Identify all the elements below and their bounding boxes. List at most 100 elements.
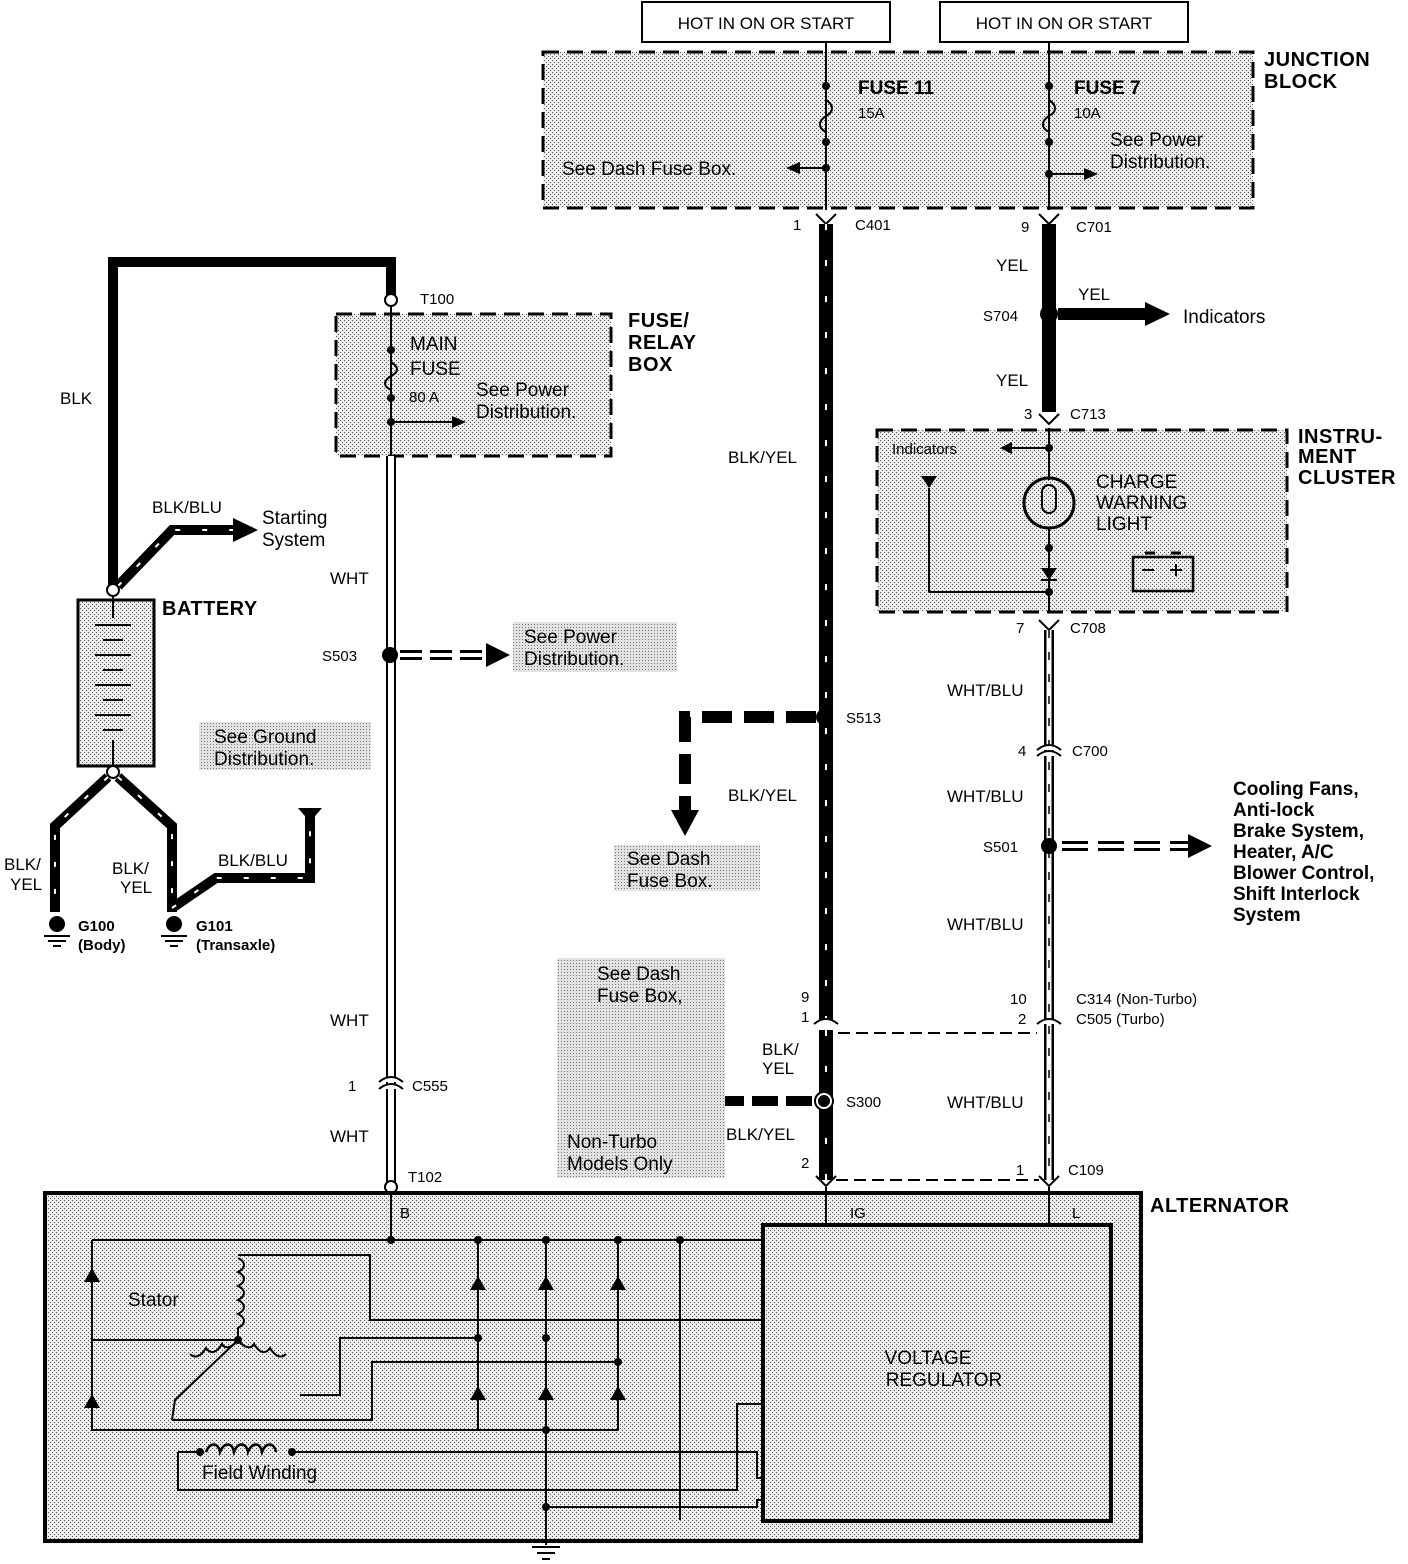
main-fuse-symbol <box>384 361 398 391</box>
cluster-diode-icon <box>1041 568 1057 580</box>
fuse7-rating: 10A <box>1074 105 1101 122</box>
see-power-distribution-jb-1: See Power <box>1110 130 1204 151</box>
wire-label-yel-1: YEL <box>996 256 1028 275</box>
ground-wires: BLK/ YEL BLK/ YEL BLK/BLU <box>4 773 322 913</box>
see-dash-fuse-box-s513-1: See Dash <box>627 849 710 870</box>
splice-s704: S704 YEL Indicators <box>983 285 1265 328</box>
starting-system-1: Starting <box>262 508 327 529</box>
see-dash-fuse-box-s300-1: See Dash <box>597 964 680 985</box>
c700-name: C700 <box>1072 743 1108 760</box>
stator-label: Stator <box>128 1290 179 1311</box>
wire-wht: WHT WHT WHT <box>330 456 396 1184</box>
g100-label: G100 <box>78 918 115 935</box>
voltage-regulator-label-2: REGULATOR <box>886 1370 1003 1391</box>
connector-c701: 9 C701 <box>1021 213 1112 236</box>
wire-label-wht-blu-2: WHT/BLU <box>947 787 1024 806</box>
c713-pin: 3 <box>1024 406 1032 423</box>
see-dash-fuse-box-s513-2: Fuse Box. <box>627 871 713 892</box>
wire-label-blk: BLK <box>60 389 93 408</box>
junction-block-label-2: BLOCK <box>1264 71 1338 93</box>
loads-note-1: Cooling Fans, <box>1233 779 1359 800</box>
ground-g101: G101 (Transaxle) <box>161 916 275 954</box>
splice-s300: S300 See Dash Fuse Box, Non-Turbo Models… <box>557 958 881 1178</box>
c555-pin: 1 <box>348 1078 356 1095</box>
c505-pin-whtblu: 2 <box>1018 1011 1026 1028</box>
c401-name: C401 <box>855 217 891 234</box>
ground-g100-icon <box>44 935 70 947</box>
g101-sublabel: (Transaxle) <box>196 937 275 954</box>
hot-label-text-2: HOT IN ON OR START <box>976 14 1153 33</box>
c109-name: C109 <box>1068 1162 1104 1179</box>
main-fuse-label-1: MAIN <box>410 334 458 355</box>
loads-note-3: Brake System, <box>1233 821 1364 842</box>
non-turbo-note-1: Non-Turbo <box>567 1132 657 1153</box>
wire-label-blk-yel-g100-1: BLK/ <box>4 855 41 874</box>
see-dash-fuse-box-note-jb: See Dash Fuse Box. <box>562 159 736 180</box>
instrument-cluster: INSTRU- MENT CLUSTER Indicators CHARGE W… <box>875 426 1396 614</box>
wire-label-blk-yel-g100-2: YEL <box>10 875 42 894</box>
fuse7-name: FUSE 7 <box>1074 78 1141 99</box>
charge-warning-light-3: LIGHT <box>1096 514 1152 535</box>
wire-blk-yel-main: BLK/YEL BLK/YEL <box>728 224 833 1020</box>
battery-label: BATTERY <box>162 598 258 620</box>
wire-label-wht-blu-1: WHT/BLU <box>947 681 1024 700</box>
connector-c109: 2 1 C109 <box>801 1155 1104 1188</box>
rectifier-diodes-icon <box>84 1268 626 1408</box>
connector-c708: 7 C708 <box>1016 619 1106 637</box>
c314-name: C314 (Non-Turbo) <box>1076 991 1197 1008</box>
c708-name: C708 <box>1070 620 1106 637</box>
s704-label: S704 <box>983 308 1018 325</box>
field-winding-icon <box>204 1443 278 1457</box>
ground-g101-icon <box>161 935 187 947</box>
s501-label: S501 <box>983 839 1018 856</box>
loads-note-5: Blower Control, <box>1233 863 1374 884</box>
c314-pin-whtblu: 10 <box>1010 991 1027 1008</box>
junction-block-label-1: JUNCTION <box>1264 49 1370 71</box>
hot-label-text-1: HOT IN ON OR START <box>678 14 855 33</box>
indicators-cluster-note: Indicators <box>892 441 957 458</box>
charge-warning-light-1: CHARGE <box>1096 472 1177 493</box>
splice-s513: S513 See Dash Fuse Box. <box>614 709 881 892</box>
loads-note-4: Heater, A/C <box>1233 842 1334 863</box>
fuse-relay-box: T100 FUSE/ RELAY BOX MAIN FUSE 80 A See … <box>334 291 696 460</box>
charge-warning-light-2: WARNING <box>1096 493 1187 514</box>
hot-label-fuse7: HOT IN ON OR START <box>939 1 1189 43</box>
g100-sublabel: (Body) <box>78 937 126 954</box>
wire-label-yel-3: YEL <box>1078 285 1110 304</box>
wire-label-blk-yel-3a: BLK/ <box>762 1040 799 1059</box>
starting-system-2: System <box>262 530 325 551</box>
battery-symbol-icon <box>1131 551 1195 593</box>
terminal-l-label: L <box>1072 1205 1080 1222</box>
cluster-label-3: CLUSTER <box>1298 467 1396 489</box>
g101-label: G101 <box>196 918 233 935</box>
c700-pin: 4 <box>1018 743 1026 760</box>
fuse7-symbol <box>1042 99 1056 133</box>
alternator-ground-icon <box>532 1546 560 1560</box>
terminal-b-label: B <box>400 1205 410 1222</box>
wire-label-wht-1: WHT <box>330 569 369 588</box>
loads-note-6: Shift Interlock <box>1233 884 1360 905</box>
c401-pin: 1 <box>793 217 801 234</box>
connector-c713: 3 C713 <box>1024 406 1106 426</box>
frb-label-3: BOX <box>628 354 673 376</box>
see-ground-distribution-2: Distribution. <box>214 749 314 770</box>
loads-note-7: System <box>1233 905 1301 926</box>
t100-label: T100 <box>420 291 454 308</box>
s300-label: S300 <box>846 1094 881 1111</box>
cluster-label-2: MENT <box>1298 446 1357 468</box>
see-power-distribution-s503-1: See Power <box>524 627 618 648</box>
stator-coil-icon <box>235 1257 245 1340</box>
main-fuse-label-2: FUSE <box>410 359 461 380</box>
c713-name: C713 <box>1070 406 1106 423</box>
connector-c401: 1 C401 <box>793 213 891 234</box>
connector-c314-c505: 9 1 10 2 C314 (Non-Turbo) C505 (Turbo) <box>801 989 1197 1034</box>
s503-label: S503 <box>322 648 357 665</box>
wire-label-blk-yel-4: BLK/YEL <box>726 1125 795 1144</box>
c109-pin-whtblu: 1 <box>1016 1162 1024 1179</box>
splice-s501: S501 Cooling Fans, Anti-lock Brake Syste… <box>983 779 1374 926</box>
cluster-label-1: INSTRU- <box>1298 426 1383 448</box>
ground-g100: G100 (Body) <box>44 916 126 954</box>
wire-blk-battery: BLK <box>60 257 396 590</box>
hot-label-fuse11: HOT IN ON OR START <box>641 1 891 43</box>
wire-blk-blu-starting: BLK/BLU Starting System <box>114 498 327 590</box>
